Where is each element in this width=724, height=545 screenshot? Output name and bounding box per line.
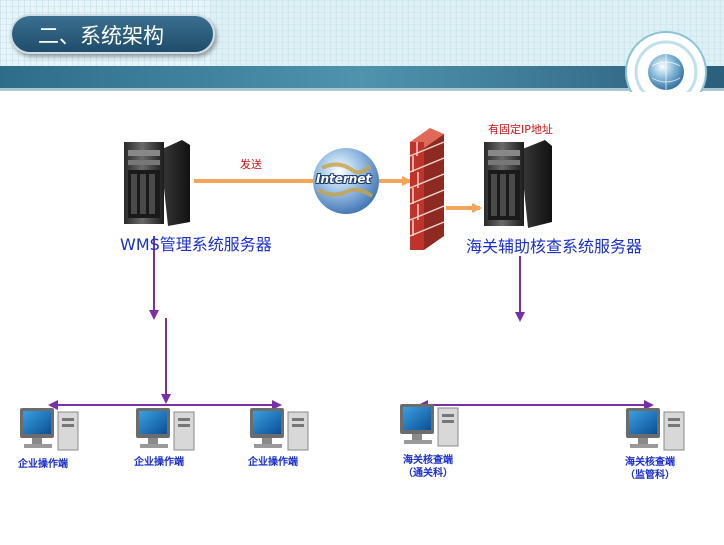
firewall-icon xyxy=(409,128,445,250)
customs-server-label: 海关辅助核查系统服务器 xyxy=(466,237,643,256)
fixed-ip-label: 有固定IP地址 xyxy=(488,123,553,136)
customs-server-icon xyxy=(484,140,552,228)
slide-header: 二、系统架构 xyxy=(0,0,724,92)
internet-label: Internet xyxy=(316,172,372,186)
customs-client-label: 海关核查端 （通关科） xyxy=(396,454,460,480)
customs-pc-icon xyxy=(626,408,685,451)
customs-client-label: 海关核查端 （监管科） xyxy=(618,456,682,482)
enterprise-pc-icon xyxy=(250,408,309,451)
slide-title: 二、系统架构 xyxy=(10,14,215,54)
send-label: 发送 xyxy=(240,158,262,171)
header-background xyxy=(0,0,724,92)
enterprise-client-label: 企业操作端 xyxy=(18,459,68,470)
customs-pc-icon xyxy=(400,404,459,447)
customs-client-line2: （监管科） xyxy=(625,470,675,481)
enterprise-client-label: 企业操作端 xyxy=(248,457,298,468)
internet-globe-icon xyxy=(313,148,379,214)
customs-client-line2: （通关科） xyxy=(403,468,453,479)
wms-server-icon xyxy=(124,140,190,226)
wms-server-label: WMS管理系统服务器 xyxy=(120,235,272,254)
customs-client-line1: 海关核查端 xyxy=(625,457,675,468)
enterprise-pc-icon xyxy=(20,408,79,451)
customs-client-line1: 海关核查端 xyxy=(403,455,453,466)
enterprise-pc-icon xyxy=(136,408,195,451)
enterprise-client-label: 企业操作端 xyxy=(134,457,184,468)
